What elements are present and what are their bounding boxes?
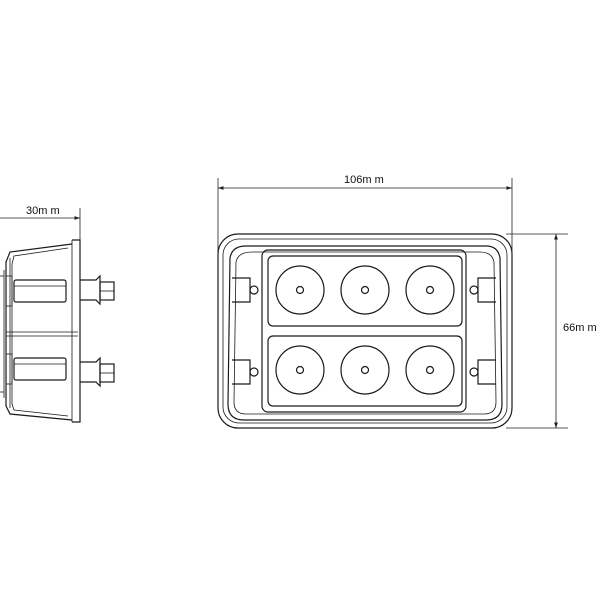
led-lenses <box>275 265 455 395</box>
led-emitter <box>425 365 435 375</box>
side-view: 30m m <box>0 205 115 423</box>
led-emitter <box>360 285 370 295</box>
led-lens <box>405 345 455 395</box>
lens-bay-top <box>267 255 463 327</box>
led-lens <box>405 265 455 315</box>
lens-bay-bottom <box>267 335 463 407</box>
led-lens <box>275 265 325 315</box>
outer-frame <box>217 233 513 429</box>
led-emitter <box>295 365 305 375</box>
side-studs <box>80 274 115 388</box>
side-housing <box>0 239 81 423</box>
width-dimension: 106m m <box>217 174 513 252</box>
led-emitter <box>425 285 435 295</box>
led-emitter <box>295 285 305 295</box>
height-label: 66m m <box>563 322 597 334</box>
led-lens <box>340 265 390 315</box>
led-lens <box>340 345 390 395</box>
led-lens <box>275 345 325 395</box>
height-dimension: 66m m <box>506 233 597 429</box>
corner-brackets <box>232 277 496 385</box>
width-label: 106m m <box>344 174 384 186</box>
depth-label: 30m m <box>26 205 60 217</box>
led-emitter <box>360 365 370 375</box>
front-view: 106m m 66m m <box>217 174 597 429</box>
depth-dimension: 30m m <box>0 205 81 240</box>
